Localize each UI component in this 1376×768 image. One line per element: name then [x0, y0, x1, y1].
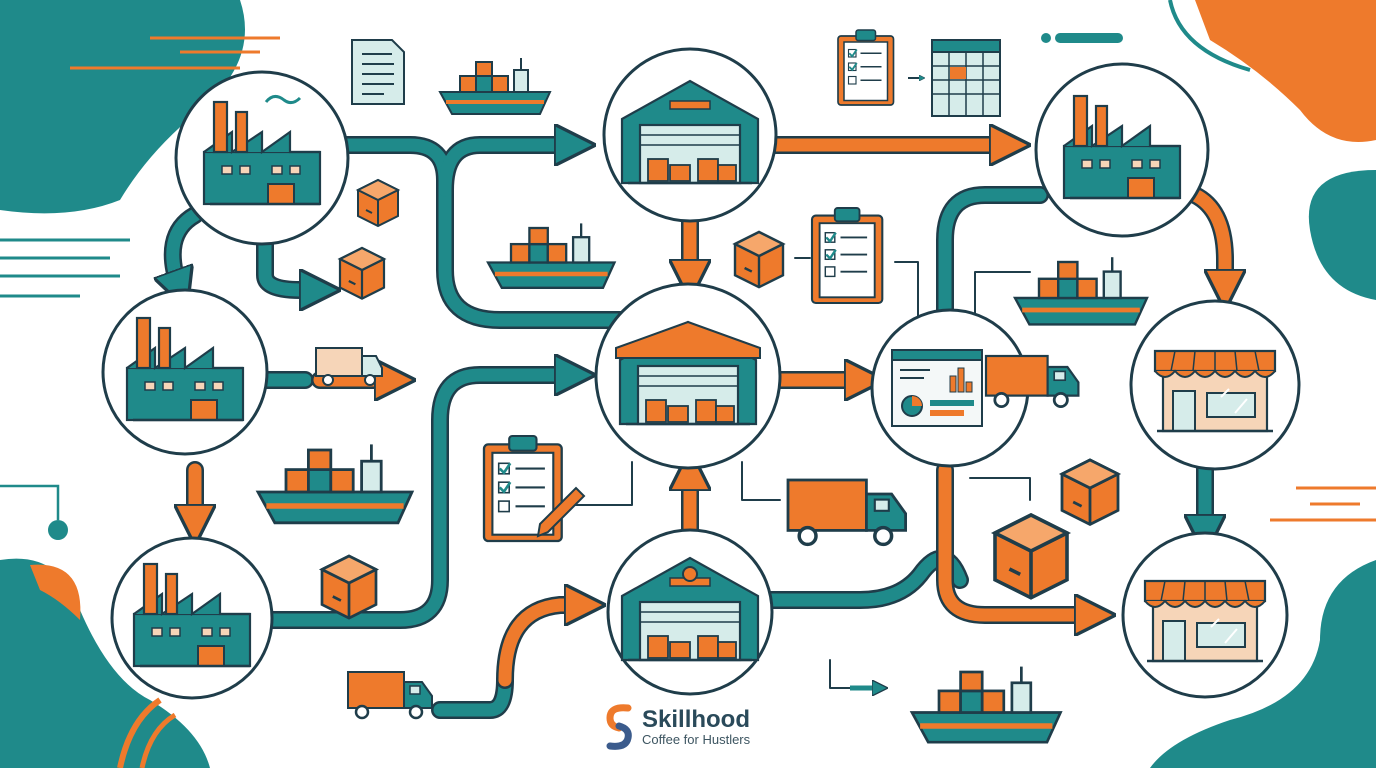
delivery-van-icon: [315, 347, 383, 386]
dashboard-truck-node: [870, 308, 1080, 468]
brand-watermark: Skillhood Coffee for Hustlers: [604, 704, 750, 750]
package-box-icon: [993, 513, 1069, 600]
store-node-mid-right: [1129, 299, 1301, 471]
delivery-truck-icon: [786, 478, 908, 547]
factory-node-bottom-left: [110, 536, 274, 700]
delivery-truck-icon: [346, 670, 434, 720]
package-box-icon: [338, 246, 386, 300]
package-box-icon: [357, 179, 399, 227]
cargo-ship-icon: [258, 444, 412, 522]
package-box-icon: [733, 230, 785, 289]
cargo-ship-icon: [912, 667, 1061, 743]
warehouse-node-center: [594, 282, 782, 470]
factory-node-mid-left: [101, 288, 269, 456]
package-box-icon: [320, 554, 378, 620]
store-node-bottom-right: [1121, 531, 1289, 699]
warehouse-node-top: [602, 47, 778, 223]
checklist-clipboard-icon: [837, 29, 895, 106]
spreadsheet-icon: [931, 39, 1001, 117]
cargo-ship-icon: [488, 223, 615, 287]
brand-tagline: Coffee for Hustlers: [642, 731, 751, 747]
clipboard-pencil-icon: [482, 434, 586, 543]
cargo-ship-icon: [438, 56, 552, 116]
s-swirl-logo-icon: [606, 704, 632, 750]
dashboard-truck-icon: [891, 349, 1080, 427]
storefront-icon: [1143, 579, 1267, 663]
warehouse-node-bottom: [606, 528, 774, 696]
flow-connectors: [173, 145, 1225, 719]
package-box-icon: [1060, 458, 1120, 526]
cargo-ship-icon: [1015, 257, 1147, 324]
brand-name: Skillhood: [642, 705, 750, 733]
factory-node-top-right: [1034, 62, 1210, 238]
storefront-icon: [1153, 349, 1277, 433]
document-icon: [351, 39, 405, 105]
checklist-clipboard-icon: [810, 206, 884, 305]
factory-node-top-left: [174, 70, 350, 246]
